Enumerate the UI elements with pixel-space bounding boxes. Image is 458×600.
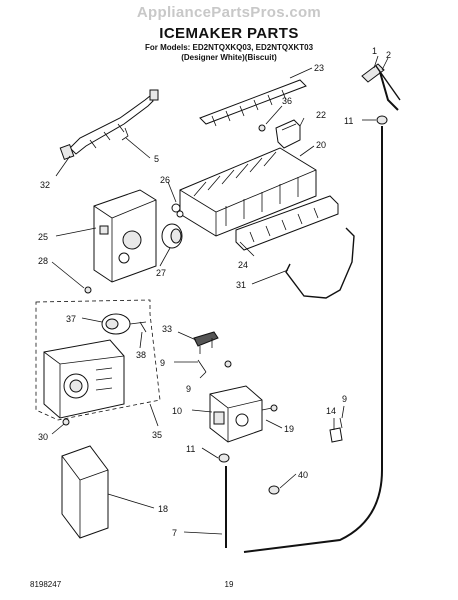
- callout-22: 22: [316, 110, 326, 120]
- callout-25: 25: [38, 232, 48, 242]
- callout-31: 31: [236, 280, 246, 290]
- callout-33: 33: [162, 324, 172, 334]
- water-valve-10: [209, 385, 278, 443]
- finish-line: (Designer White)(Biscuit): [181, 53, 277, 62]
- watermark: AppliancePartsPros.com: [136, 4, 322, 21]
- document-number: 8198247: [30, 580, 62, 589]
- callout-9-c: 9: [342, 394, 347, 404]
- shutoff-arm-31: [285, 227, 355, 299]
- callout-9-b: 9: [186, 384, 191, 394]
- callout-11-lower: 11: [186, 444, 195, 454]
- callout-26: 26: [160, 175, 170, 185]
- callout-35: 35: [152, 430, 162, 440]
- callout-32: 32: [40, 180, 50, 190]
- screw-9-c: [339, 417, 343, 429]
- callout-10: 10: [172, 406, 182, 416]
- supply-tube: [243, 126, 383, 553]
- screw-36: [258, 124, 266, 132]
- page-title: ICEMAKER PARTS: [159, 25, 299, 42]
- callout-9-a: 9: [160, 358, 165, 368]
- nut-11-upper: [376, 115, 388, 125]
- nut-11-lower: [218, 453, 230, 463]
- callout-38: 38: [136, 350, 146, 360]
- module-group-box-35: [35, 299, 161, 421]
- callout-2: 2: [386, 50, 391, 60]
- callout-23: 23: [314, 63, 324, 73]
- callout-28: 28: [38, 256, 48, 266]
- screw-38: [139, 321, 147, 333]
- module-housing-25: [93, 189, 157, 283]
- screw-28: [84, 286, 92, 294]
- callout-40: 40: [298, 470, 308, 480]
- motor-gear-27: [161, 223, 183, 249]
- callout-18: 18: [158, 504, 168, 514]
- callout-24: 24: [238, 260, 248, 270]
- callout-27: 27: [156, 268, 166, 278]
- heater-2: [375, 65, 401, 101]
- stripper-24: [235, 195, 339, 251]
- models-line: For Models: ED2NTQXKQ03, ED2NTQXKT03: [144, 43, 314, 52]
- callout-1: 1: [372, 46, 377, 56]
- screw-30: [62, 418, 70, 426]
- page-number: 19: [224, 580, 234, 589]
- screw-9-b: [224, 360, 232, 368]
- callout-20: 20: [316, 140, 326, 150]
- module-plate-35: [43, 339, 125, 419]
- spring-26: [171, 203, 184, 218]
- callout-19: 19: [284, 424, 294, 434]
- cover-18: [61, 445, 109, 539]
- screw-9-a: [197, 359, 207, 373]
- callout-5: 5: [154, 154, 159, 164]
- callout-labels: 1 2 23 36 22 11 20 5 26 32 25 28 27 24 3…: [38, 46, 391, 538]
- callout-30: 30: [38, 432, 48, 442]
- callout-14: 14: [326, 406, 336, 416]
- wire-harness-32: [59, 89, 159, 160]
- callout-7: 7: [172, 528, 177, 538]
- callout-36: 36: [282, 96, 292, 106]
- leader-lines: [51, 55, 389, 535]
- fill-cup-22: [275, 119, 301, 149]
- callout-11-upper: 11: [344, 116, 353, 126]
- bracket-33: [193, 331, 219, 354]
- callout-37: 37: [66, 314, 76, 324]
- ejector-23: [199, 79, 307, 127]
- clamp-14: [329, 427, 343, 443]
- grommet-40: [268, 485, 280, 495]
- motor-37: [101, 313, 147, 335]
